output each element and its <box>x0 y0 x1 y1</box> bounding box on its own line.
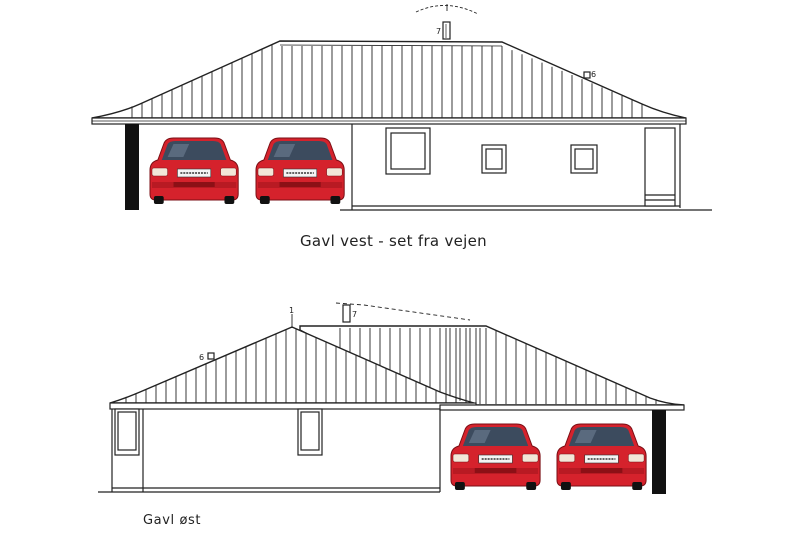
marker-label: 6 <box>591 70 596 79</box>
car-east-2 <box>556 423 647 491</box>
elevation-west <box>91 4 712 211</box>
marker-label: 7 <box>436 27 441 36</box>
marker-label: 6 <box>199 353 204 362</box>
caption-gavl-vest: Gavl vest - set fra vejen <box>300 232 487 250</box>
car-east-1 <box>450 423 541 491</box>
marker-label: 1 <box>289 306 294 315</box>
car-west-1 <box>149 137 239 205</box>
marker-label: 7 <box>352 310 357 319</box>
elevation-east <box>98 302 685 494</box>
caption-gavl-ost: Gavl øst <box>143 513 202 528</box>
car-west-2 <box>255 137 345 205</box>
